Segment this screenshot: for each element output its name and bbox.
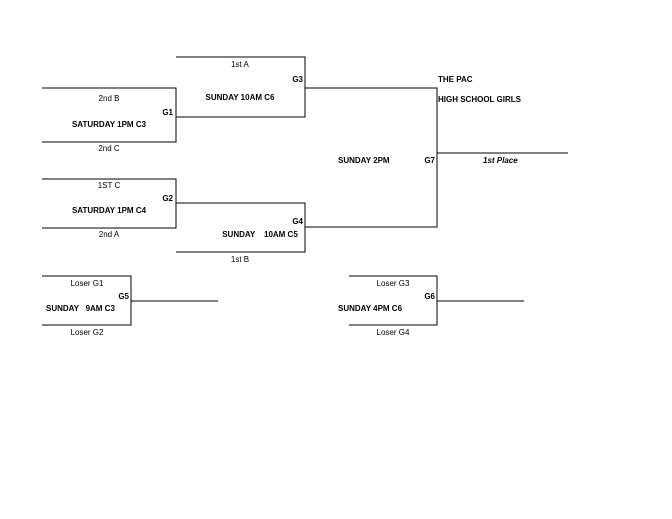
g5-time: SUNDAY 9AM C3 [46,304,115,313]
g5-top-team: Loser G1 [70,279,104,288]
g1-bracket [42,87,177,143]
g6-label: G6 [424,292,435,301]
g3-time: SUNDAY 10AM C6 [205,93,275,102]
g3-top-team: 1st A [231,60,249,69]
first-place-label: 1st Place [483,156,518,165]
g7-bracket [305,87,438,228]
g5-bottom-team: Loser G2 [70,328,104,337]
g1-top-team: 2nd B [98,94,120,103]
g6-time: SUNDAY 4PM C6 [338,304,403,313]
g5-label: G5 [118,292,129,301]
g2-top-team: 1ST C [97,181,121,190]
g4-label: G4 [292,217,303,226]
g2-bottom-team: 2nd A [98,230,120,239]
g3-label: G3 [292,75,303,84]
g4-time: SUNDAY 10AM C5 [222,230,298,239]
g4-bottom-team: 1st B [230,255,250,264]
g3-bracket [176,56,306,118]
g7-label: G7 [424,156,435,165]
g1-bottom-team: 2nd C [98,144,120,153]
bracket-title-line1: THE PAC [438,75,473,84]
g1-time: SATURDAY 1PM C3 [71,120,147,129]
g2-label: G2 [162,194,173,203]
g7-time: SUNDAY 2PM [338,156,390,165]
g4-bracket [176,202,306,253]
g6-bottom-team: Loser G4 [376,328,410,337]
g1-label: G1 [162,108,173,117]
g2-time: SATURDAY 1PM C4 [71,206,147,215]
bracket-title-line2: HIGH SCHOOL GIRLS [438,95,521,104]
g6-top-team: Loser G3 [376,279,410,288]
